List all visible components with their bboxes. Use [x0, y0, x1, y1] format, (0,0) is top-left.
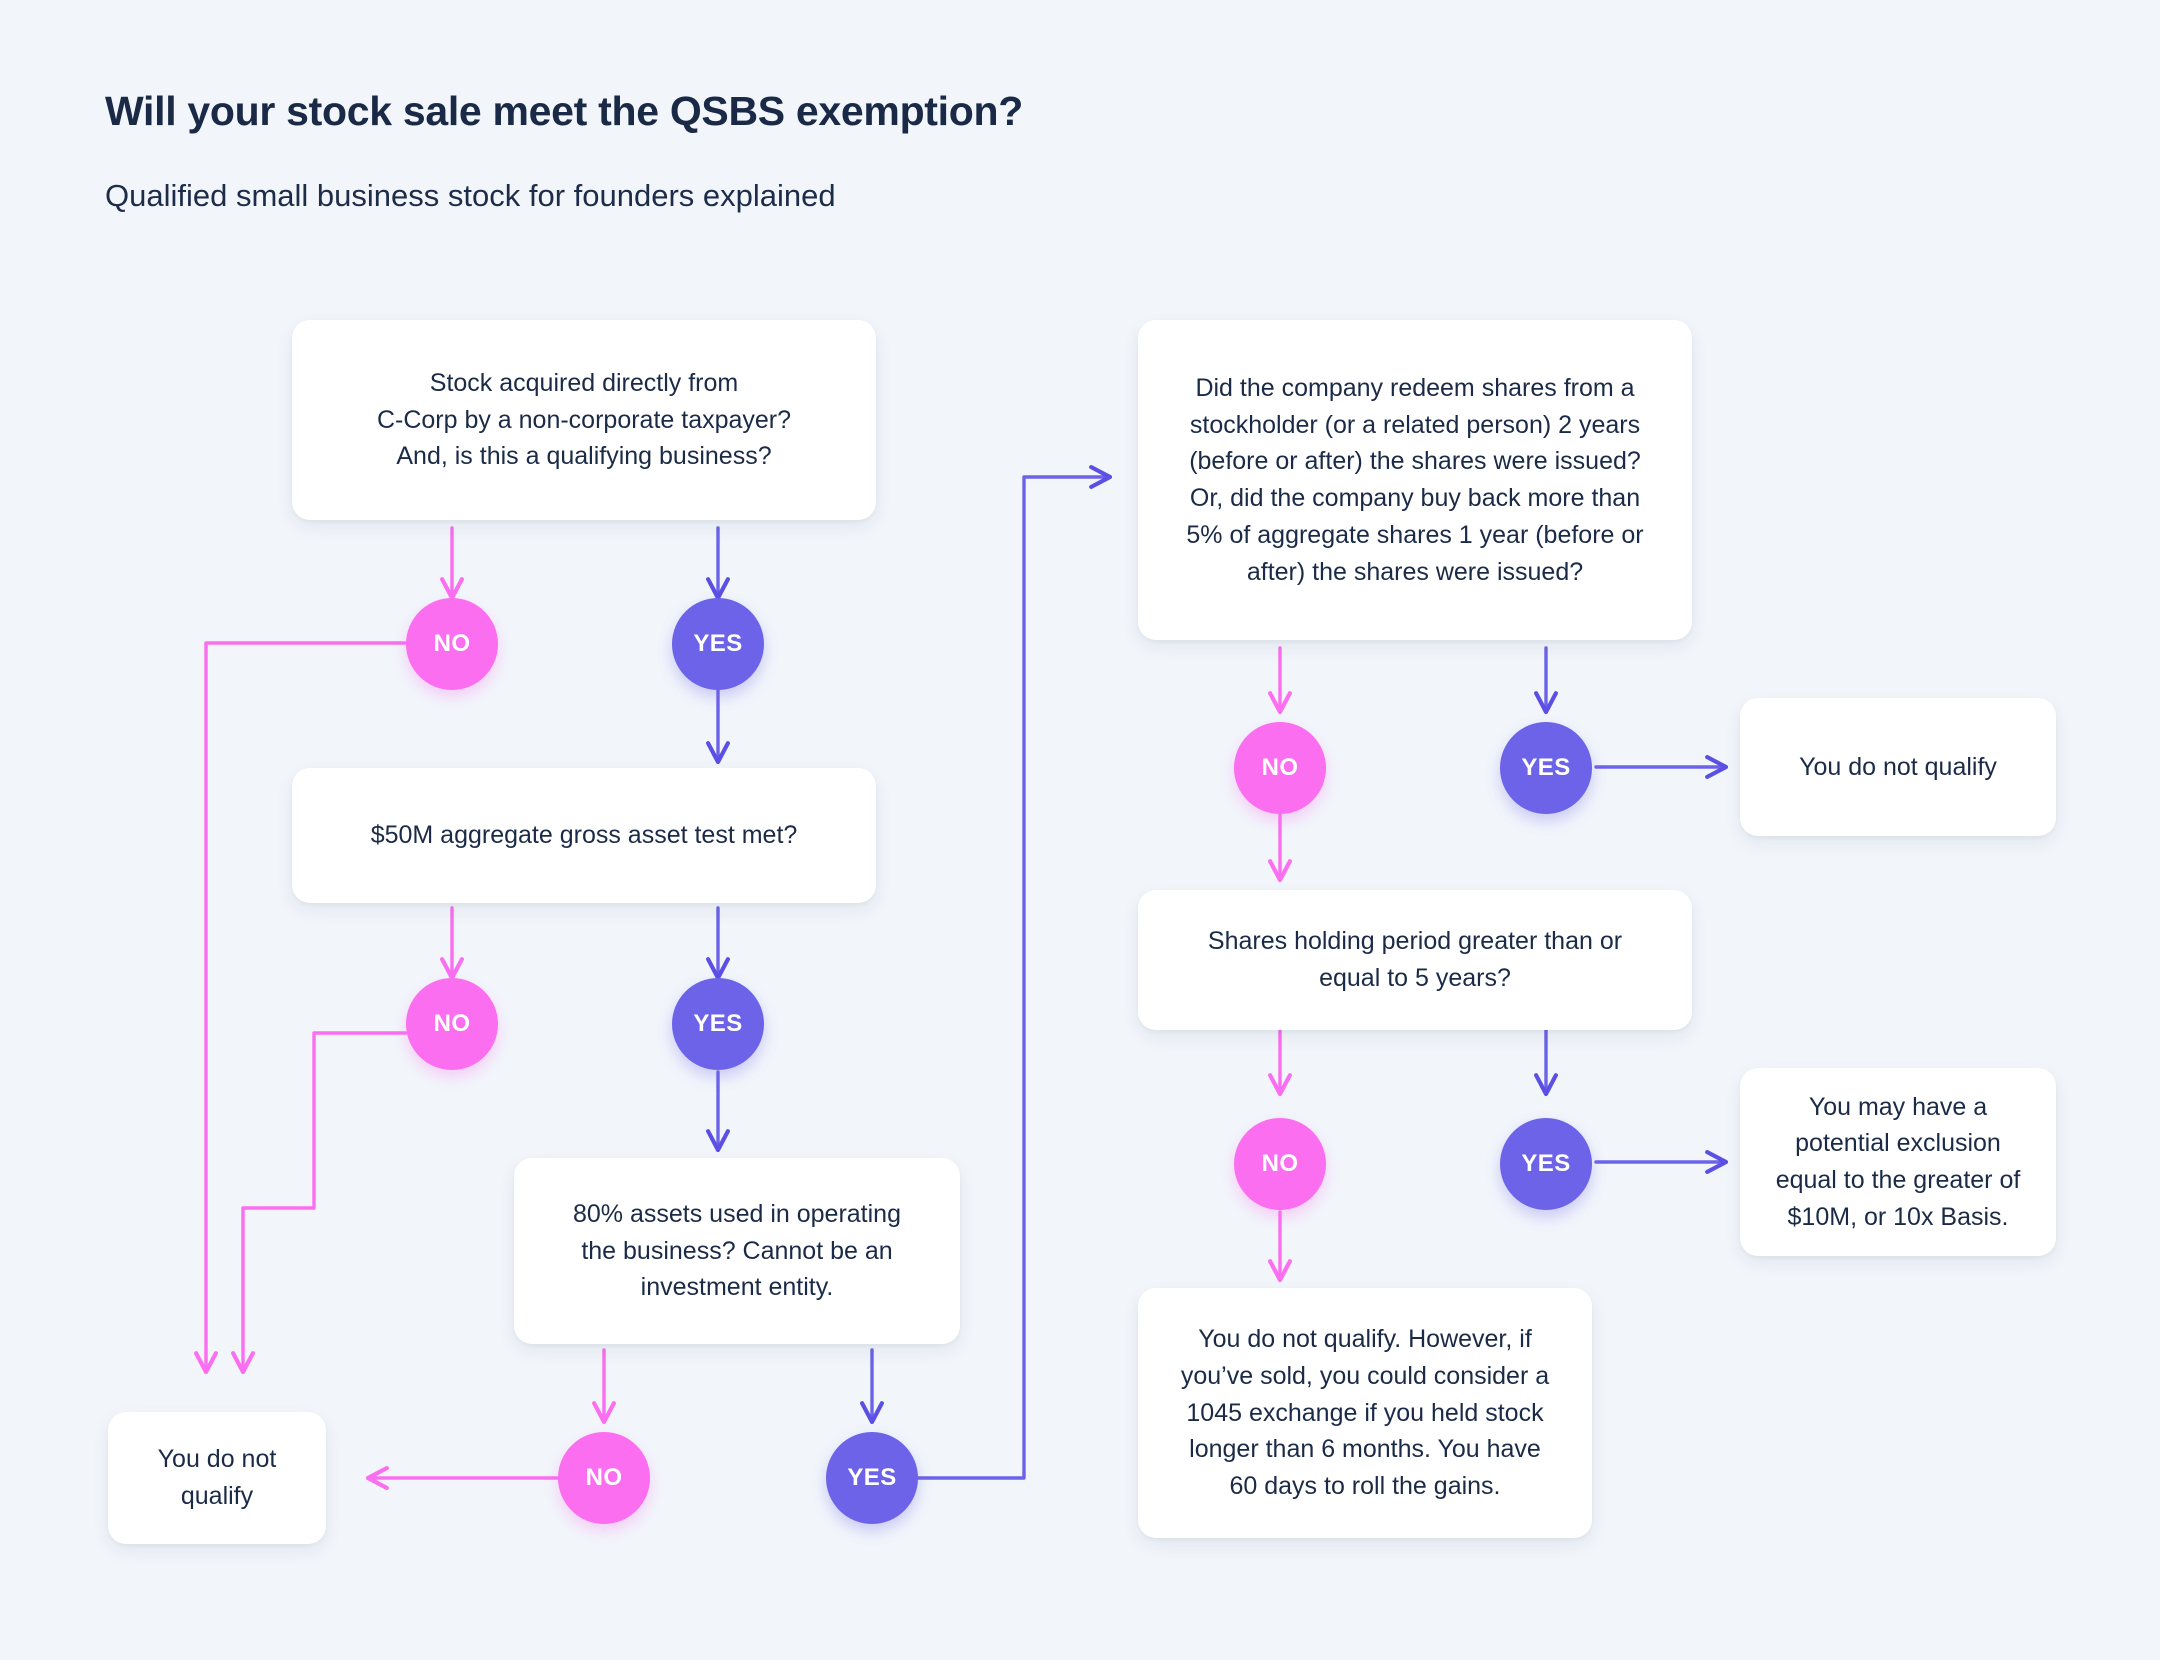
decision-label: YES: [1521, 1150, 1571, 1177]
node-outcome-1045-exchange-text: You do not qualify. However, if you’ve s…: [1180, 1325, 1550, 1501]
decision-label: NO: [585, 1464, 623, 1491]
node-outcome-potential-exclusion-text: You may have a potential exclusion equal…: [1775, 1092, 2021, 1231]
node-question-holding-period[interactable]: Shares holding period greater than or eq…: [1138, 890, 1692, 1030]
decision-no-redemption[interactable]: NO: [1234, 722, 1326, 814]
node-question-operating-assets-text: 80% assets used in operating the busines…: [573, 1199, 901, 1302]
node-outcome-potential-exclusion[interactable]: You may have a potential exclusion equal…: [1740, 1068, 2056, 1256]
decision-label: YES: [693, 1010, 743, 1037]
edge-no1-outcome: [206, 641, 408, 1372]
node-question-holding-period-text: Shares holding period greater than or eq…: [1207, 927, 1623, 992]
decision-label: NO: [1261, 754, 1299, 781]
node-question-operating-assets[interactable]: 80% assets used in operating the busines…: [514, 1158, 960, 1344]
page-subtitle: Qualified small business stock for found…: [105, 178, 836, 213]
node-outcome-redemption-not-qualify[interactable]: You do not qualify: [1740, 698, 2056, 836]
node-question-redemption-text: Did the company redeem shares from a sto…: [1186, 373, 1644, 586]
decision-no-acquisition[interactable]: NO: [406, 598, 498, 690]
node-question-redemption[interactable]: Did the company redeem shares from a sto…: [1138, 320, 1692, 640]
decision-no-holding-period[interactable]: NO: [1234, 1118, 1326, 1210]
decision-yes-acquisition[interactable]: YES: [672, 598, 764, 690]
decision-yes-redemption[interactable]: YES: [1500, 722, 1592, 814]
node-outcome-left-not-qualify-text: You do not qualify: [157, 1445, 277, 1510]
decision-label: YES: [847, 1464, 897, 1491]
decision-label: NO: [433, 1010, 471, 1037]
node-outcome-1045-exchange[interactable]: You do not qualify. However, if you’ve s…: [1138, 1288, 1592, 1538]
node-question-asset-test[interactable]: $50M aggregate gross asset test met?: [292, 768, 876, 903]
decision-label: NO: [1261, 1150, 1299, 1177]
decision-yes-holding-period[interactable]: YES: [1500, 1118, 1592, 1210]
decision-label: YES: [1521, 754, 1571, 781]
node-outcome-redemption-not-qualify-text: You do not qualify: [1799, 752, 1997, 781]
decision-no-asset-test[interactable]: NO: [406, 978, 498, 1070]
decision-no-operating[interactable]: NO: [558, 1432, 650, 1524]
node-question-asset-test-text: $50M aggregate gross asset test met?: [370, 821, 798, 850]
decision-yes-asset-test[interactable]: YES: [672, 978, 764, 1070]
decision-yes-operating[interactable]: YES: [826, 1432, 918, 1524]
node-question-acquisition-text: Stock acquired directly from C-Corp by a…: [376, 368, 792, 471]
decision-label: NO: [433, 630, 471, 657]
node-question-acquisition[interactable]: Stock acquired directly from C-Corp by a…: [292, 320, 876, 520]
node-outcome-left-not-qualify[interactable]: You do not qualify: [108, 1412, 326, 1544]
edge-no2-outcome: [243, 1031, 408, 1372]
decision-label: YES: [693, 630, 743, 657]
page-title: Will your stock sale meet the QSBS exemp…: [105, 88, 1023, 134]
